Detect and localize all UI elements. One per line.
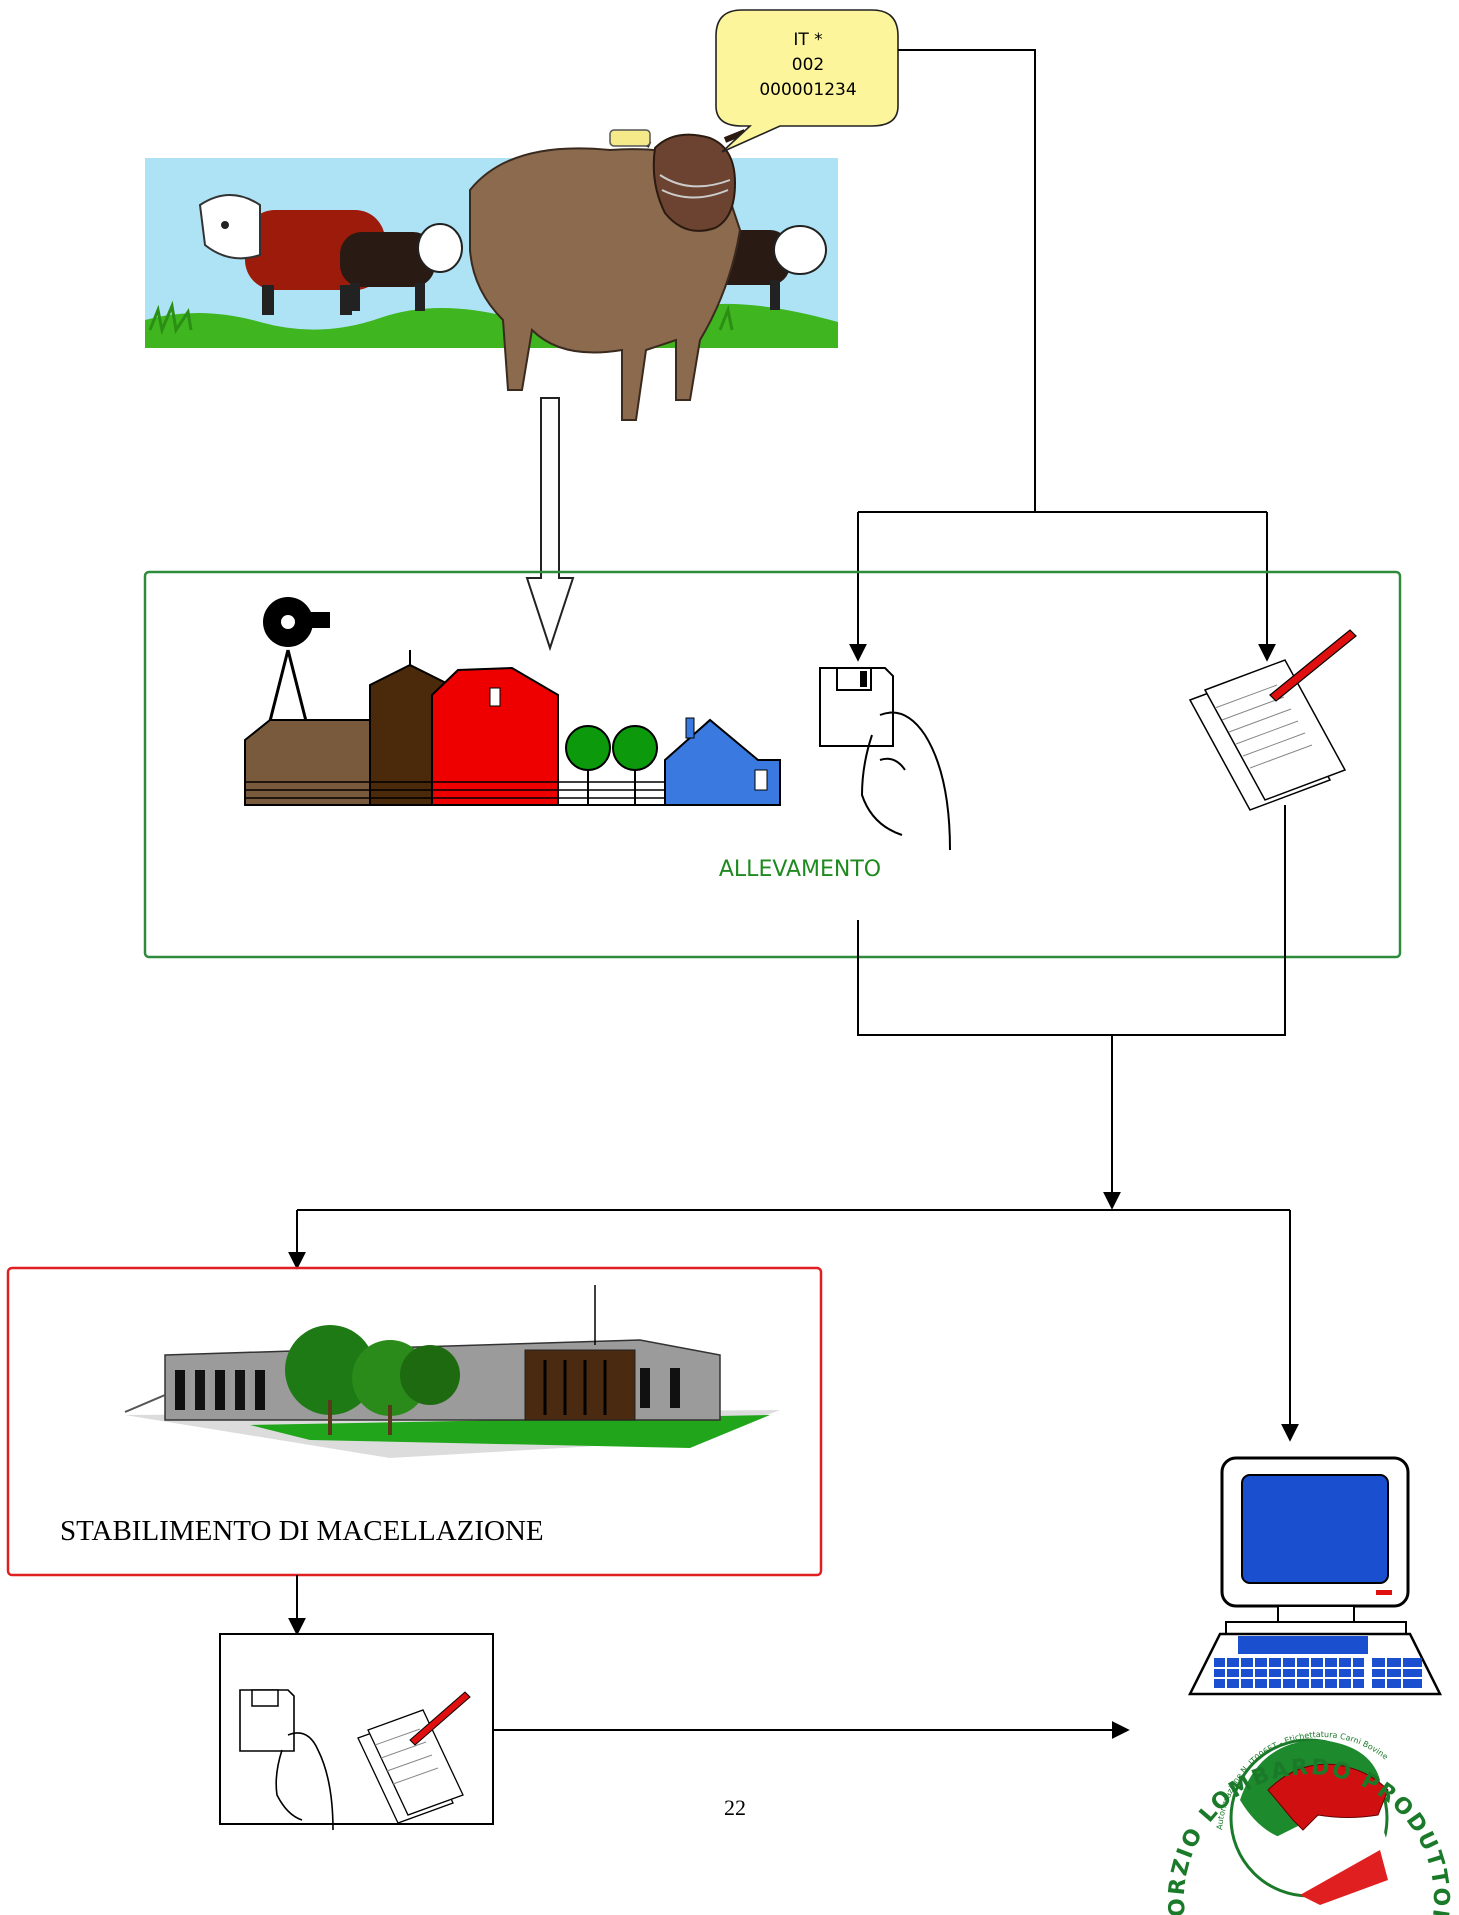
tag-line-1: IT *: [793, 30, 822, 50]
farm-box: [143, 570, 1402, 959]
small-documents-pen-icon: [357, 1691, 471, 1824]
slaughter-box: [6, 1266, 823, 1577]
documents-pen-icon: [1188, 629, 1357, 811]
tag-line-2: 002: [792, 55, 824, 75]
slaughterhouse-building-illustration: [124, 1285, 780, 1458]
tag-bubble: IT * 002 000001234: [715, 9, 899, 153]
small-floppy-disk-hand-icon: [239, 1689, 334, 1831]
tag-connector-lines: [849, 49, 1276, 662]
page-number: 22: [724, 1795, 746, 1820]
hollow-down-arrow: [525, 397, 575, 652]
tag-line-3: 000001234: [759, 80, 856, 100]
farm-exit-lines: [288, 805, 1299, 1442]
farm-illustration: [244, 597, 781, 806]
slaughter-label: STABILIMENTO DI MACELLAZIONE: [60, 1515, 544, 1547]
farm-label: ALLEVAMENTO: [719, 857, 881, 882]
cow-pasture-illustration: [145, 129, 838, 421]
floppy-disk-hand-icon: [819, 667, 951, 851]
computer-terminal-icon: [1187, 1456, 1443, 1696]
